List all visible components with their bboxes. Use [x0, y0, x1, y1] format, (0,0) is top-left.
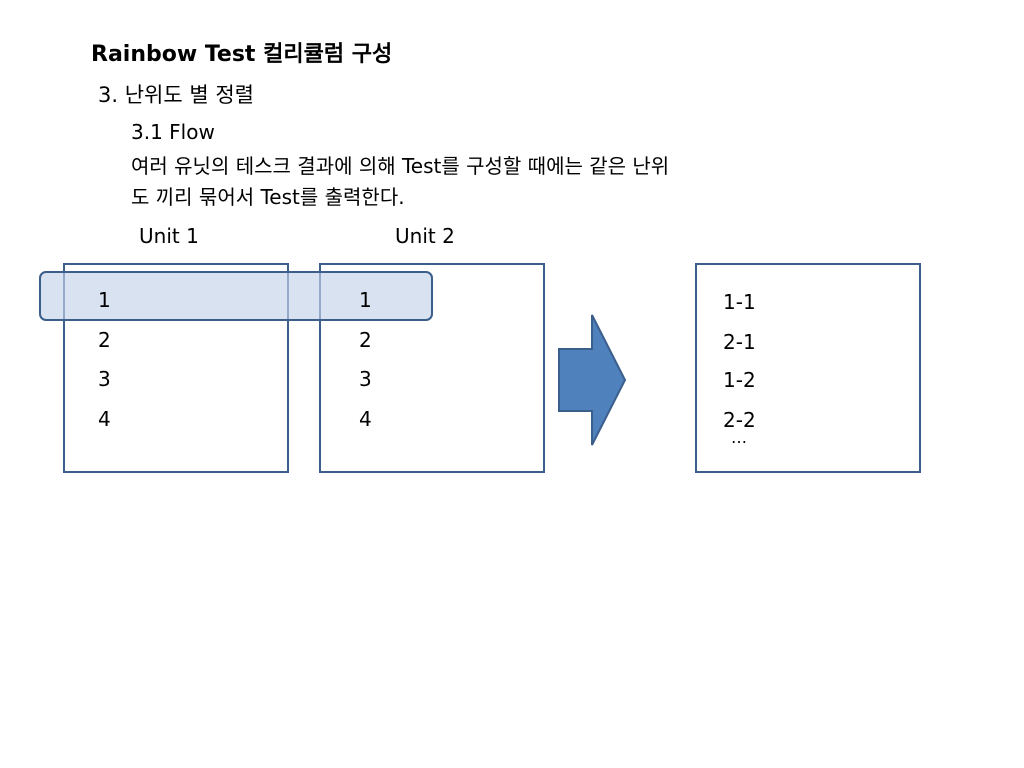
grouping-highlight [39, 271, 433, 321]
unit-1-item: 1 [98, 288, 111, 312]
unit-2-item: 3 [359, 367, 372, 391]
unit-2-box [319, 263, 545, 473]
unit-1-item: 3 [98, 367, 111, 391]
unit-2-item: 2 [359, 328, 372, 352]
subsection-heading: 3.1 Flow [131, 120, 215, 144]
output-box [695, 263, 921, 473]
section-heading: 3. 난위도 별 정렬 [98, 83, 254, 107]
unit-1-item: 4 [98, 407, 111, 431]
description-line-2: 도 끼리 묶어서 Test를 출력한다. [131, 185, 405, 209]
output-item: 2-2 [723, 408, 756, 432]
description-line-1: 여러 유닛의 테스크 결과에 의해 Test를 구성할 때에는 같은 난위 [131, 154, 670, 178]
right-arrow-icon [558, 314, 627, 446]
unit-1-box [63, 263, 289, 473]
unit-2-item: 1 [359, 288, 372, 312]
unit-1-label: Unit 1 [139, 224, 199, 248]
output-more-ellipsis: … [731, 428, 747, 447]
unit-1-item: 2 [98, 328, 111, 352]
output-item: 2-1 [723, 330, 756, 354]
unit-2-label: Unit 2 [395, 224, 455, 248]
output-item: 1-2 [723, 368, 756, 392]
slide-title: Rainbow Test 컬리큘럼 구성 [91, 42, 393, 67]
output-item: 1-1 [723, 290, 756, 314]
unit-2-item: 4 [359, 407, 372, 431]
